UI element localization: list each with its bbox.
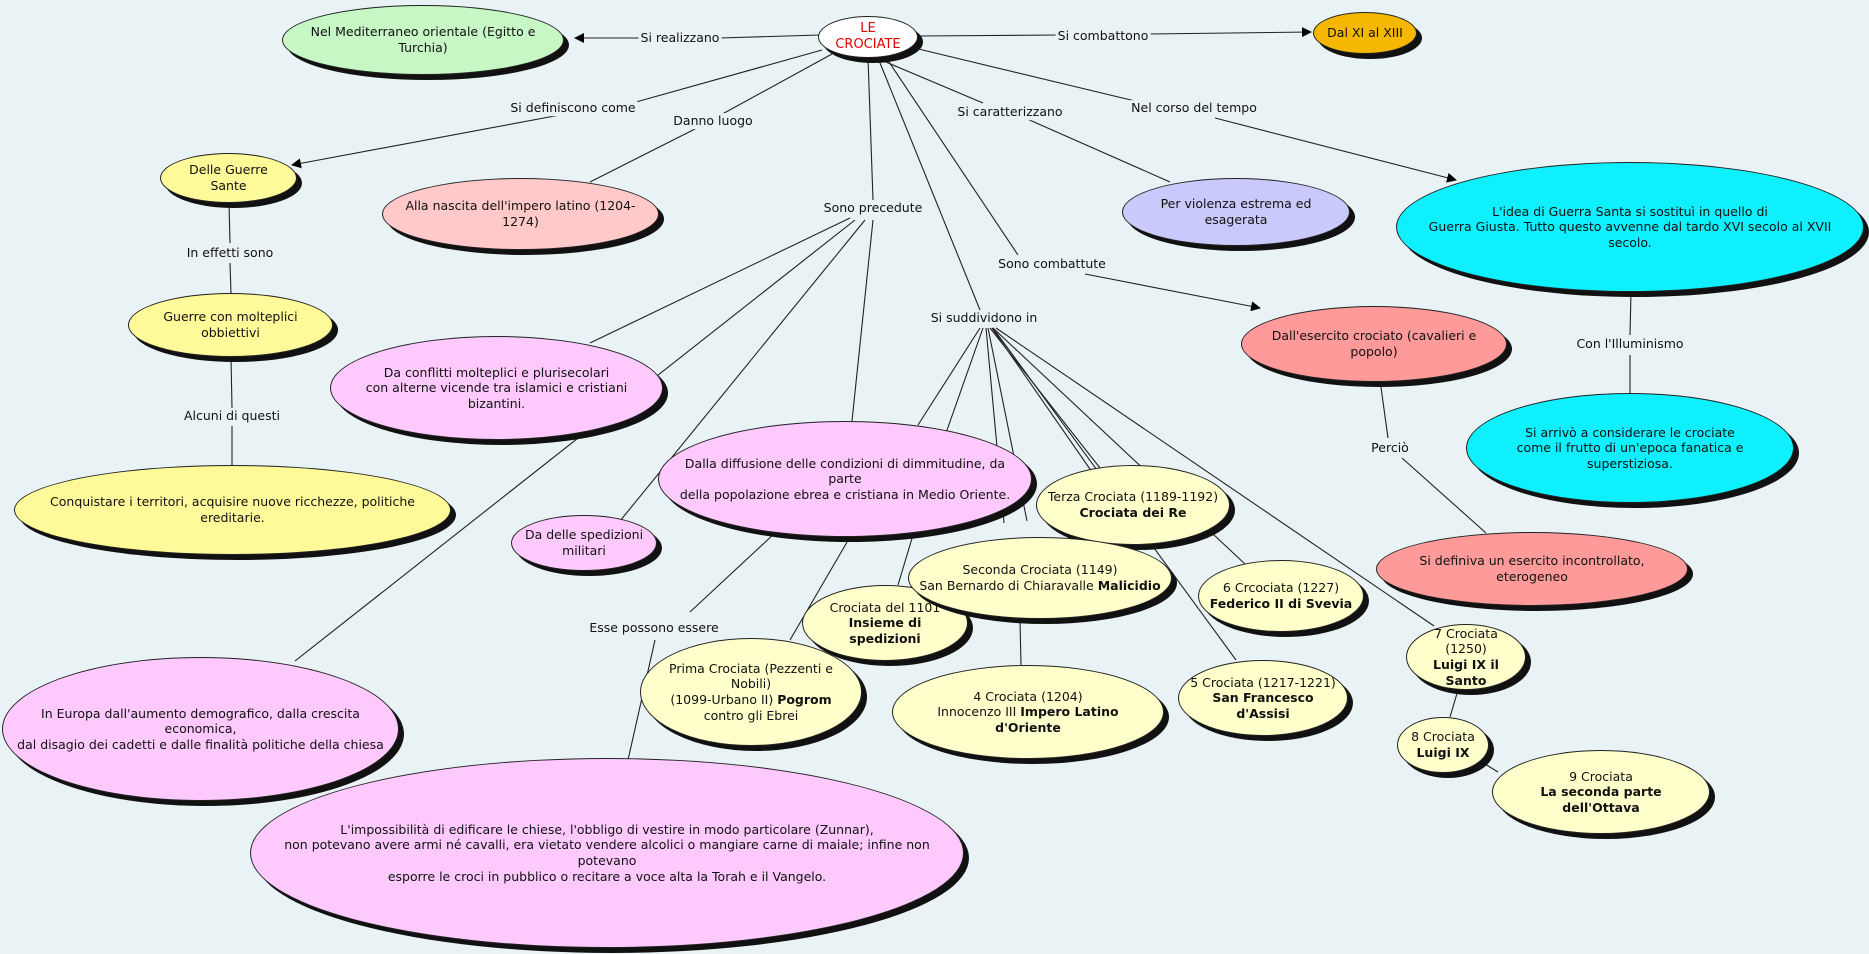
node-sesta-crociata[interactable]: 6 Crcociata (1227)Federico II di Svevia (1198, 560, 1364, 632)
link-root-suddividono (877, 57, 981, 311)
link-esercito-percio (1379, 379, 1389, 439)
node-esercito-incontrollato[interactable]: Si definiva un esercito incontrollato, e… (1376, 532, 1688, 606)
label-in-effetti: In effetti sono (184, 245, 276, 261)
link-guerre-effetti (228, 202, 231, 244)
link-percio-incontrollato (1401, 457, 1487, 534)
label-danno-luogo: Danno luogo (671, 113, 755, 129)
node-violenza[interactable]: Per violenza estrema ed esagerata (1122, 178, 1350, 246)
link-caratterizzano-violenza (1024, 117, 1171, 183)
node-impossibilita[interactable]: L'impossibilità di edificare le chiese, … (250, 758, 964, 948)
node-guerra-giusta[interactable]: L'idea di Guerra Santa si sostituì in qu… (1396, 162, 1864, 292)
label-esse-possono: Esse possono essere (587, 620, 721, 636)
link-root-definiscono (635, 49, 823, 103)
link-root-precedute (867, 57, 874, 201)
link-effetti-molteplici (229, 262, 232, 294)
link-sudd-terza2 (991, 327, 1093, 473)
link-molteplici-alcuni (230, 356, 233, 409)
label-sono-combattute: Sono combattute (996, 256, 1108, 272)
node-guerre-sante[interactable]: Delle Guerre Sante (160, 153, 297, 203)
link-danno-impero (589, 128, 696, 183)
node-esercito-crociato[interactable]: Dall'esercito crociato (cavalieri e popo… (1241, 306, 1507, 382)
node-terza-crociata[interactable]: Terza Crociata (1189-1192)Crociata dei R… (1036, 465, 1230, 545)
node-settima-crociata[interactable]: 7 Crociata (1250)Luigi IX il Santo (1406, 624, 1526, 690)
root-node-le-crociate[interactable]: LE CROCIATE (818, 16, 918, 58)
label-si-realizzano: Si realizzano (638, 30, 722, 46)
node-quarta-crociata[interactable]: 4 Crociata (1204)Innocenzo III Impero La… (892, 665, 1164, 759)
link-root-realizzano (719, 34, 821, 39)
link-ottava-nona (1484, 763, 1499, 773)
link-definiscono-guerre (291, 114, 561, 169)
label-nel-corso: Nel corso del tempo (1129, 100, 1259, 116)
node-molteplici-obbiettivi[interactable]: Guerre con molteplici obbiettivi (128, 293, 333, 357)
node-dimmitudine[interactable]: Dalla diffusione delle condizioni di dim… (658, 421, 1032, 537)
node-spedizioni-militari[interactable]: Da delle spedizioni militari (511, 515, 657, 571)
label-alcuni-di-questi: Alcuni di questi (181, 408, 283, 424)
link-settima-ottava (1449, 689, 1459, 718)
node-prima-crociata[interactable]: Prima Crociata (Pezzenti e Nobili)(1099-… (640, 638, 862, 746)
label-percio: Perciò (1369, 440, 1411, 456)
link-combattute-esercito (1084, 273, 1261, 312)
link-corso-guerragiusta (1214, 117, 1457, 183)
label-con-illuminismo: Con l'Illuminismo (1574, 336, 1686, 352)
link-dimmitudine-prima (789, 536, 851, 641)
link-root-caratterizzano (861, 51, 984, 104)
link-guerragiusta-illuminismo (1629, 291, 1632, 336)
label-si-suddividono: Si suddividono in (928, 310, 1040, 326)
node-impero-latino[interactable]: Alla nascita dell'impero latino (1204-12… (382, 178, 659, 250)
link-sudd-c1101 (945, 327, 984, 434)
label-si-combattono: Si combattono (1055, 28, 1151, 44)
node-conquistare[interactable]: Conquistare i territori, acquisire nuove… (14, 465, 451, 555)
link-precedute-dimmitudine (851, 219, 874, 422)
label-sono-precedute: Sono precedute (821, 200, 925, 216)
link-precedute-conflitti (589, 217, 851, 344)
link-seconda-c1101 (897, 534, 914, 586)
link-dimmitudine-esse (689, 532, 776, 613)
node-europa[interactable]: In Europa dall'aumento demografico, dall… (2, 657, 399, 801)
link-root-combattono (919, 34, 1061, 37)
link-root-combattute (884, 55, 1019, 256)
label-si-caratterizzano: Si caratterizzano (955, 104, 1065, 120)
link-seconda-quarta (1019, 619, 1022, 666)
link-combattono-secoli (1149, 27, 1312, 38)
link-sudd-settima (995, 327, 1435, 627)
link-root-corso (905, 45, 1136, 102)
link-precedute-europa (294, 219, 856, 662)
node-dal-xi-al-xiii[interactable]: Dal XI al XIII (1313, 12, 1417, 54)
label-si-definiscono: Si definiscono come (508, 100, 638, 116)
link-sudd-prima (917, 327, 981, 426)
node-seconda-crociata[interactable]: Seconda Crociata (1149)San Bernardo di C… (908, 537, 1172, 619)
node-mediterraneo[interactable]: Nel Mediterraneo orientale (Egitto e Tur… (282, 5, 564, 75)
node-quinta-crociata[interactable]: 5 Crociata (1217-1221)San Francesco d'As… (1178, 660, 1348, 736)
